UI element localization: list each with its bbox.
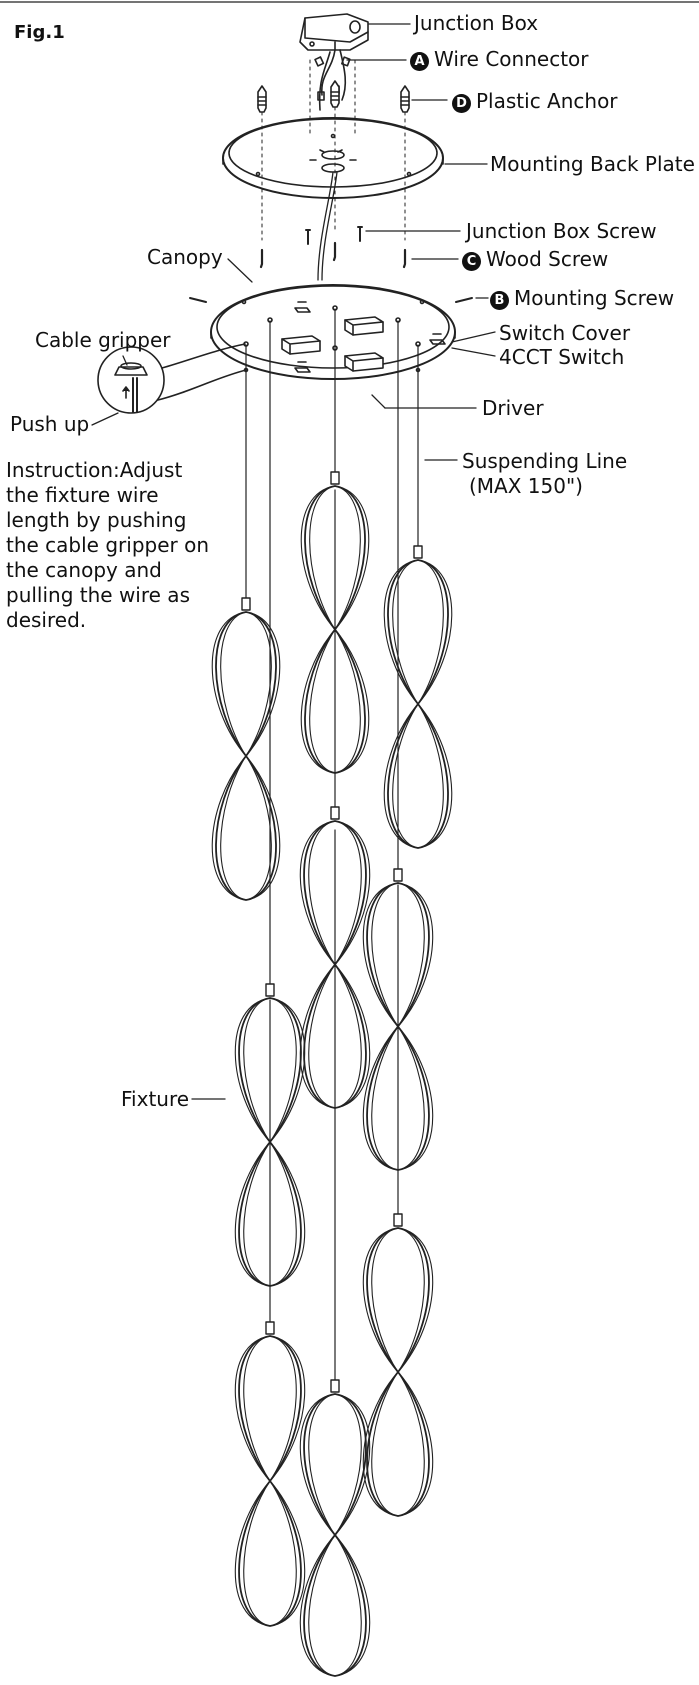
canopy-drawing: [210, 284, 456, 380]
label-4cct-switch: 4CCT Switch: [499, 345, 625, 369]
junction-box-drawing: [299, 13, 369, 51]
cable-gripper-inset: [97, 343, 247, 414]
label-junction-box: Junction Box: [414, 11, 539, 35]
fixture-loop-stroke: [234, 1335, 306, 1627]
fixture-loop-stroke: [211, 611, 281, 901]
fixture-loop: [362, 1213, 434, 1517]
fixture-clamp: [330, 471, 340, 485]
figure-label: Fig.1: [14, 22, 65, 43]
plastic-anchors-drawing: [257, 80, 410, 113]
badge-d: D: [452, 94, 471, 113]
mounting-back-plate-drawing: [222, 117, 444, 199]
fixture-clamp: [393, 1213, 403, 1227]
fixture-loop: [383, 545, 453, 849]
fixture-loop: [234, 1321, 306, 1627]
fixture-loop: [211, 597, 281, 901]
label-mounting-back-plate: Mounting Back Plate: [490, 152, 695, 176]
badge-c: C: [462, 252, 481, 271]
fixture-loop: [299, 1379, 371, 1677]
label-suspending-line: Suspending Line: [462, 449, 628, 473]
fixture-clamp: [241, 597, 251, 611]
fixture-loop-stroke: [362, 882, 434, 1171]
label-driver: Driver: [482, 396, 544, 420]
label-fixture: Fixture: [121, 1087, 190, 1111]
label-canopy: Canopy: [147, 245, 223, 269]
fixture-clamp: [330, 1379, 340, 1393]
label-push-up: Push up: [10, 412, 90, 436]
badge-a: A: [410, 52, 429, 71]
label-junction-box-screw: Junction Box Screw: [466, 219, 657, 243]
label-cable-gripper: Cable gripper: [35, 328, 171, 352]
fixture-loop: [234, 983, 306, 1287]
fixture-loop-stroke: [383, 559, 453, 849]
fixture-loop-stroke: [362, 1227, 434, 1517]
label-suspending-line-max: (MAX 150"): [469, 474, 583, 498]
badge-b: B: [490, 291, 509, 310]
fixture-clamp: [413, 545, 423, 559]
fixture-loop: [300, 471, 370, 774]
fixture-loop: [362, 868, 434, 1171]
fixture-clamp: [265, 1321, 275, 1335]
fixture-clamp: [330, 806, 340, 820]
fixture-loop-stroke: [300, 485, 370, 774]
fixture-loop: [299, 806, 371, 1109]
fixture-loop-stroke: [299, 820, 371, 1109]
fixture-clamp: [393, 868, 403, 882]
fixture-loop-stroke: [299, 1393, 371, 1677]
fixture-loop-stroke: [234, 997, 306, 1287]
instruction-text: Instruction:Adjust the fixture wire leng…: [6, 458, 210, 632]
label-switch-cover: Switch Cover: [499, 321, 631, 345]
fixture-clamp: [265, 983, 275, 997]
